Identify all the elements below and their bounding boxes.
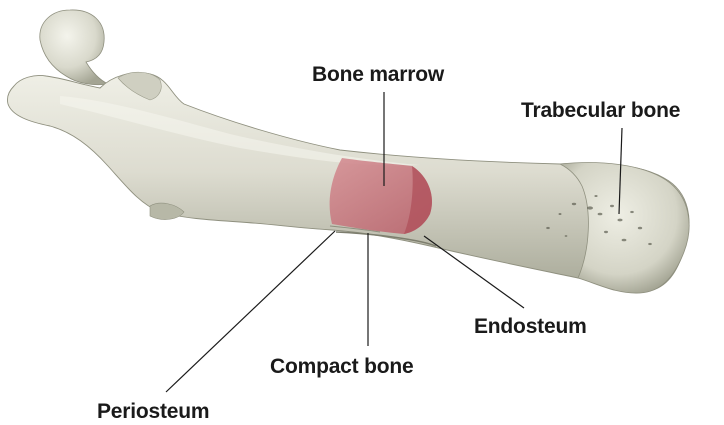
label-periosteum: Periosteum [97, 400, 209, 423]
label-trabecular-bone: Trabecular bone [521, 99, 680, 122]
femoral-head [40, 10, 108, 85]
femur [7, 10, 689, 293]
label-compact-bone: Compact bone [270, 355, 413, 378]
label-endosteum: Endosteum [474, 315, 587, 338]
label-bone-marrow: Bone marrow [312, 63, 445, 86]
bone-marrow-region [330, 158, 432, 234]
